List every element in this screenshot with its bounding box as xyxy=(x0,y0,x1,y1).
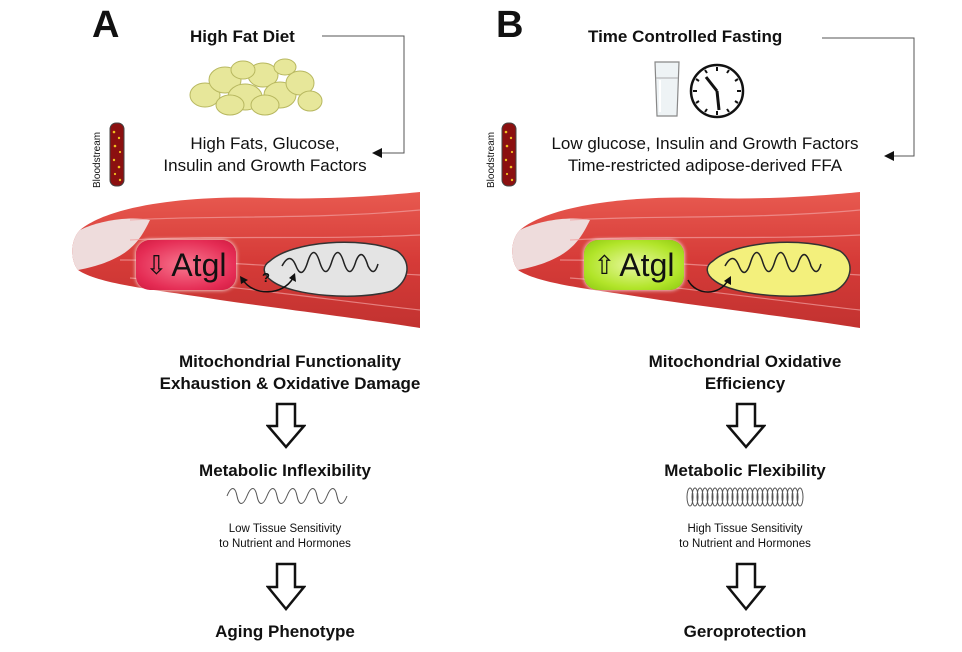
atgl-label-a: Atgl xyxy=(171,246,227,283)
mito-state-line2-b: Efficiency xyxy=(704,374,786,393)
down-arrow-b1-icon xyxy=(726,402,766,449)
bloodstream-label-b: Bloodstream xyxy=(486,131,497,188)
down-arrow-a2-icon xyxy=(266,562,306,611)
mito-state-line1-a: Mitochondrial Functionality xyxy=(179,352,401,371)
blood-tube-b-icon xyxy=(501,122,517,187)
atgl-low-badge: ⇩ Atgl xyxy=(136,240,236,290)
loose-spring-icon xyxy=(226,488,348,504)
mitochondrion-damaged-icon xyxy=(263,241,408,297)
atgl-mito-activation-arrow xyxy=(687,276,731,293)
question-mark-label: ? xyxy=(262,270,270,285)
outcome-a: Aging Phenotype xyxy=(215,622,355,641)
mitochondrion-efficient-icon xyxy=(706,241,851,297)
atgl-label-b: Atgl xyxy=(619,246,675,283)
down-arrow-b2-icon xyxy=(726,562,766,611)
fat-food-image xyxy=(189,58,323,116)
blood-content-line1-a: High Fats, Glucose, xyxy=(190,134,340,153)
question-interaction-arrow: ? xyxy=(240,270,296,293)
blood-tube-a-icon xyxy=(109,122,125,187)
metabolic-state-b: Metabolic Flexibility xyxy=(664,461,826,480)
sensitivity-line2-b: to Nutrient and Hormones xyxy=(679,538,811,550)
sensitivity-line1-a: Low Tissue Sensitivity xyxy=(228,523,342,535)
panel-a-letter: A xyxy=(92,4,120,46)
atgl-up-arrow-icon: ⇧ xyxy=(593,249,616,280)
blood-content-line2-b: Time-restricted adipose-derived FFA xyxy=(567,156,843,175)
sensitivity-line2-a: to Nutrient and Hormones xyxy=(219,538,351,550)
fasting-connector-arrow xyxy=(822,37,915,161)
tight-spring-icon xyxy=(686,487,804,507)
sensitivity-line1-b: High Tissue Sensitivity xyxy=(687,523,803,535)
clock-icon xyxy=(689,63,745,119)
intervention-label: Time Controlled Fasting xyxy=(588,27,783,46)
blood-content-line1-b: Low glucose, Insulin and Growth Factors xyxy=(551,134,859,153)
outcome-b: Geroprotection xyxy=(683,622,807,641)
mito-state-line2-a: Exhaustion & Oxidative Damage xyxy=(159,374,421,393)
atgl-high-badge: ⇧ Atgl xyxy=(584,240,684,290)
diet-label: High Fat Diet xyxy=(190,27,295,46)
mito-state-line1-b: Mitochondrial Oxidative xyxy=(648,352,842,371)
bloodstream-label-a: Bloodstream xyxy=(92,131,103,188)
blood-content-line2-a: Insulin and Growth Factors xyxy=(163,156,367,175)
diet-connector-arrow xyxy=(322,35,405,158)
water-glass-icon xyxy=(654,61,680,117)
metabolic-state-a: Metabolic Inflexibility xyxy=(199,461,371,480)
atgl-down-arrow-icon: ⇩ xyxy=(145,249,168,280)
panel-b-letter: B xyxy=(496,4,524,46)
down-arrow-a1-icon xyxy=(266,402,306,449)
